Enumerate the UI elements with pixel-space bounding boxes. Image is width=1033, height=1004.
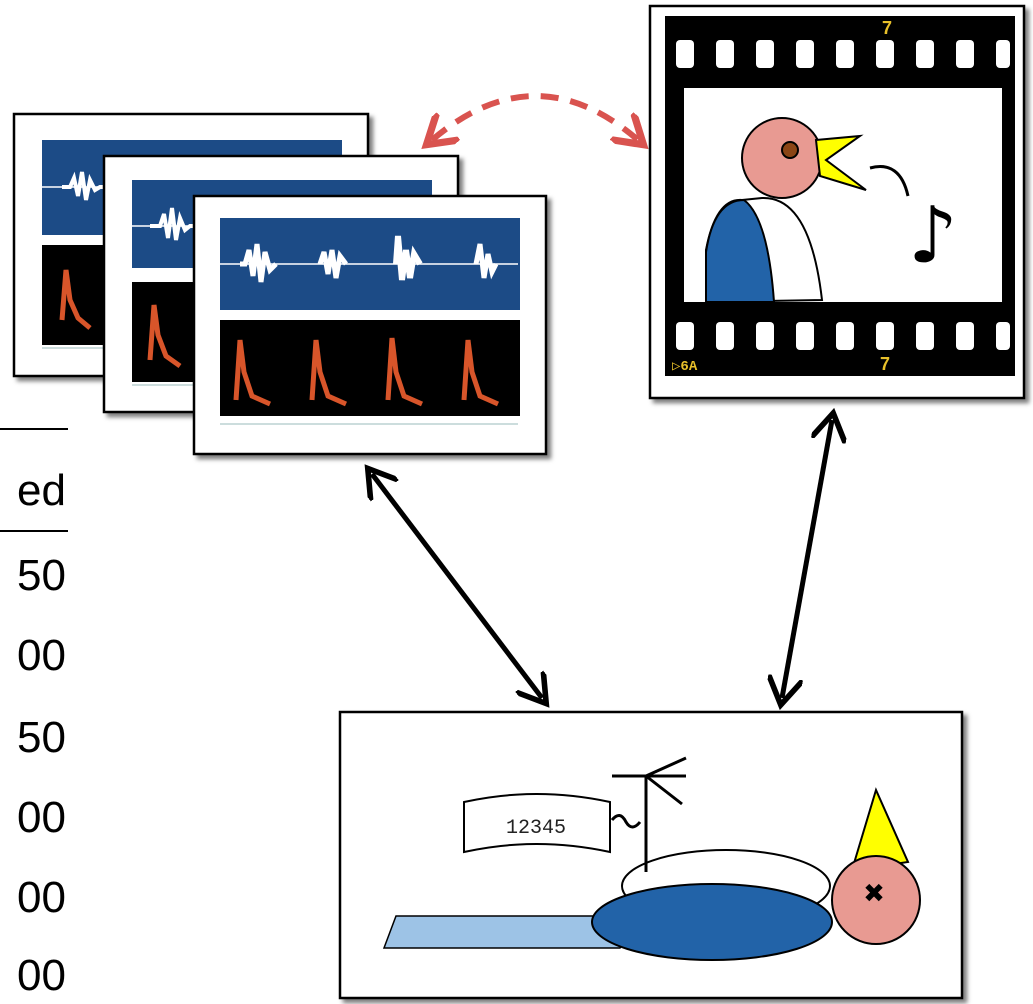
tagged-bird-card: ✖ 12345	[338, 710, 964, 1000]
antenna-icon	[610, 756, 687, 872]
music-note-icon: ♪	[908, 191, 958, 281]
singing-bird-illustration: ♪	[705, 117, 958, 304]
film-card: 7 7 ▷6A ♪	[648, 4, 1026, 400]
film-frame-number-bottom: 7	[880, 354, 890, 374]
table-cell: 00	[17, 793, 66, 842]
tag-label: 12345	[506, 817, 566, 840]
closed-eye-icon: ✖	[863, 879, 885, 909]
mat	[382, 915, 642, 949]
table-cell: 00	[17, 951, 66, 1000]
tag-flag	[463, 793, 611, 854]
dashed-sync-arrow	[432, 93, 638, 140]
film-perforations-bottom	[676, 322, 1010, 350]
spectrogram-card-front	[192, 194, 548, 456]
table-cell: 50	[17, 551, 66, 600]
film-edge-code: ▷6A	[672, 359, 698, 375]
film-frame-number-top: 7	[882, 18, 892, 38]
film-perforations-top	[676, 40, 1010, 68]
table-header: ed	[17, 466, 66, 515]
table-cell: 00	[17, 631, 66, 680]
table-cell: 50	[17, 713, 66, 762]
arrow-spectrogram-to-bird	[372, 474, 542, 698]
table-fragment: ed 50 00 50 00 00 00	[0, 428, 68, 1000]
table-cell: 00	[17, 873, 66, 922]
arrow-film-to-bird	[782, 420, 832, 698]
